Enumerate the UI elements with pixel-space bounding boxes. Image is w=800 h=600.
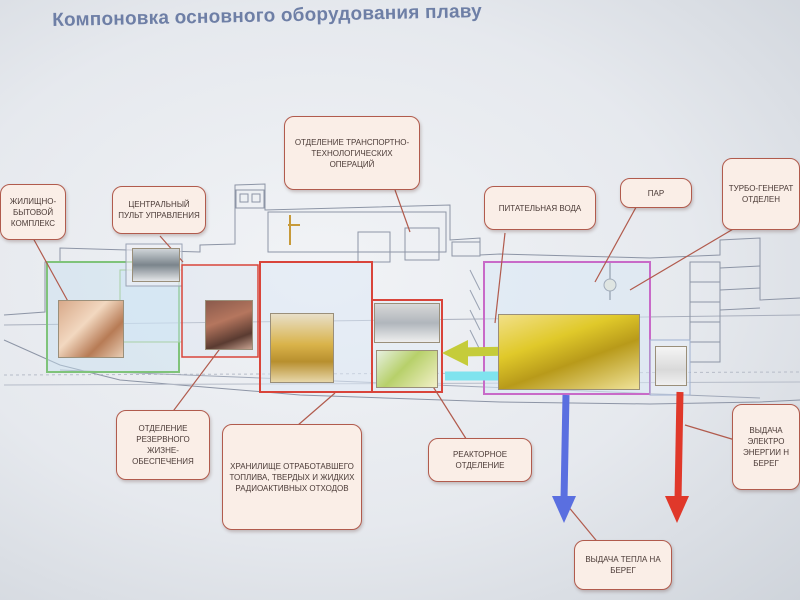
photo-diesel-generator <box>205 300 253 350</box>
callout-transport-operations-text: Отделение транспортно-технологических оп… <box>294 137 410 169</box>
callout-heat-to-shore: Выдача тепла на берег <box>574 540 672 590</box>
callout-living-complex-text: Жилищно-бытовой комплекс <box>9 196 57 228</box>
callout-waste-storage-text: Хранилище отработавшего топлива, твердых… <box>229 461 355 493</box>
callout-reactor-section: Реакторное отделение <box>428 438 532 482</box>
callout-turbogenerator: Турбо-генерат отделен <box>722 158 800 230</box>
arrow-power <box>674 391 684 501</box>
photo-control-room <box>132 248 180 282</box>
callout-reactor-section-text: Реакторное отделение <box>452 450 508 470</box>
callout-power-to-shore-text: Выдача электро энергии н берег <box>742 426 790 468</box>
callout-reserve-life-support-text: Отделение резервного жизне-обеспечения <box>132 424 194 466</box>
callout-living-complex: Жилищно-бытовой комплекс <box>0 184 66 240</box>
callout-steam-text: Пар <box>647 188 665 198</box>
callout-feedwater-text: Питательная вода <box>498 203 582 213</box>
callout-turbogenerator-text: Турбо-генерат отделен <box>728 184 794 204</box>
callout-heat-to-shore-text: Выдача тепла на берег <box>585 555 661 575</box>
photo-turbine-generator <box>498 314 640 390</box>
callout-transport-operations: Отделение транспортно-технологических оп… <box>284 116 420 190</box>
callout-central-control-text: Центральный пульт управления <box>118 200 200 220</box>
photo-reactor-hall <box>374 303 440 343</box>
callout-steam: Пар <box>620 178 692 208</box>
photo-reactor-equipment <box>376 350 438 388</box>
photo-switchgear <box>655 346 687 386</box>
callout-leaders <box>32 189 741 546</box>
photo-living-quarters <box>58 300 124 358</box>
callout-central-control: Центральный пульт управления <box>112 186 206 234</box>
callout-feedwater: Питательная вода <box>484 186 596 230</box>
callout-waste-storage: Хранилище отработавшего топлива, твердых… <box>222 424 362 530</box>
photo-fuel-storage <box>270 313 334 383</box>
arrow-heat <box>560 394 570 501</box>
callout-power-to-shore: Выдача электро энергии н берег <box>732 404 800 490</box>
callout-reserve-life-support: Отделение резервного жизне-обеспечения <box>116 410 210 480</box>
